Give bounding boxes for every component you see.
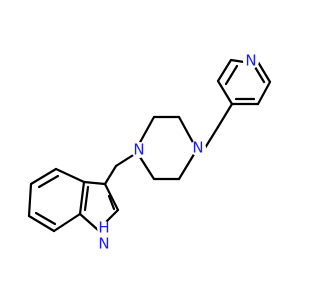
- bond: [216, 102, 234, 129]
- bond: [54, 167, 86, 184]
- piperazine-n-left-label: N: [133, 141, 144, 159]
- bond: [27, 182, 33, 218]
- piperazine-n-top-mask: [190, 140, 206, 156]
- bond-double-inner: [253, 65, 266, 84]
- bond: [136, 152, 156, 181]
- pyridine-n-label: N: [245, 52, 256, 70]
- bond-double-inner: [83, 185, 90, 212]
- bond: [216, 58, 233, 83]
- bond: [203, 125, 220, 150]
- bond: [27, 214, 56, 233]
- indole-nh-n-label: N: [98, 235, 109, 253]
- bond: [52, 212, 82, 233]
- bond: [136, 115, 156, 148]
- molecule-structure-diagram: N N N H N: [27, 52, 272, 253]
- indole-nh-h-label: H: [98, 219, 109, 237]
- bond: [103, 164, 118, 186]
- bond: [29, 167, 58, 186]
- bond: [78, 212, 100, 232]
- bond: [82, 180, 107, 186]
- pyridine-ring: [216, 58, 272, 106]
- bond: [177, 149, 198, 181]
- bond-double-inner: [224, 64, 239, 86]
- bond: [256, 80, 272, 106]
- atom-labels: N N N H N: [96, 52, 259, 253]
- bond: [216, 79, 234, 106]
- piperazine-n-left-mask: [131, 142, 147, 158]
- bond: [78, 180, 86, 216]
- bond-double-inner: [107, 194, 116, 211]
- bond: [256, 60, 272, 84]
- pyridine-n-mask: [243, 53, 259, 69]
- bond: [229, 58, 246, 64]
- indole-nh-mask-bottom: [96, 235, 112, 252]
- bond: [103, 182, 120, 212]
- piperazine-n-top-label: N: [192, 139, 203, 157]
- indole-nh-mask-top: [97, 221, 111, 235]
- bond-double-inner: [37, 174, 60, 189]
- pyridine-linker: [203, 102, 234, 150]
- indole-ring-system: [27, 167, 120, 233]
- bond-double-inner: [34, 211, 57, 226]
